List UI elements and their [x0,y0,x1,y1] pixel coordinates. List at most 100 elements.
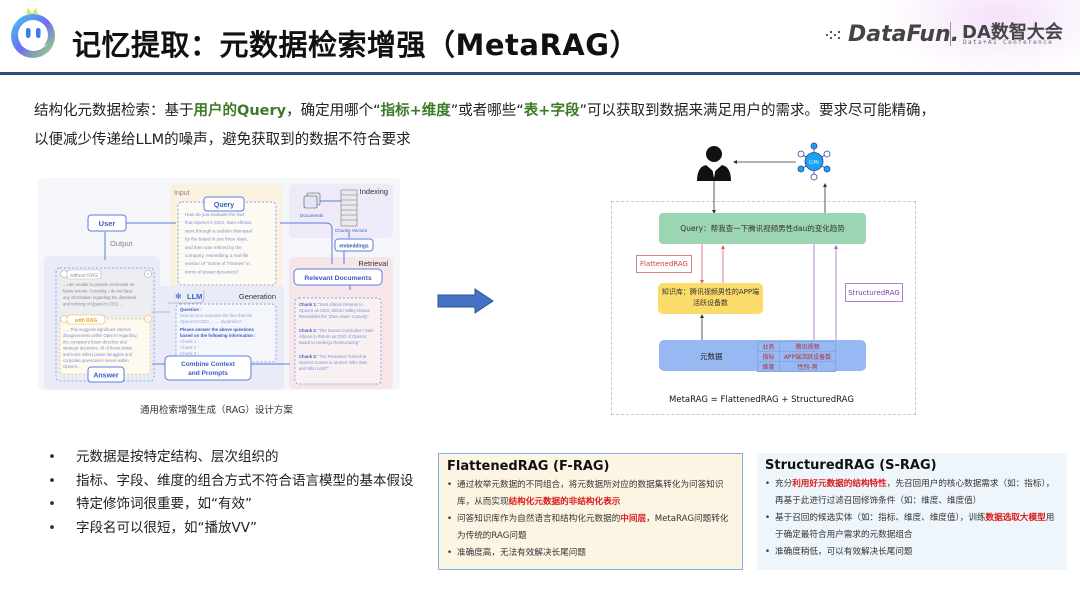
da-conference-subtitle: Data+AI Conference [963,39,1054,46]
metadata-value: APP端活跃设备数 [779,351,836,362]
chunks-vectors-label: Chunks Vectors [335,228,368,233]
retrieval-label: Retrieval [358,259,388,268]
intro-line-1: 结构化元数据检索：基于用户的Query，确定用哪个“指标+维度”或者哪些“表+字… [34,97,1054,126]
metadata-label: 元数据 [700,352,723,361]
prompt-chunk-line: Chunk 2 : [180,345,199,350]
smile-face-icon [60,315,68,323]
chunk-text-line: Board to Undergo Restructuring" [299,340,360,345]
relevant-documents-label: Relevant Documents [304,275,371,282]
with-rag-text-line: ......This suggests significant internal [63,327,131,332]
llms-label: LLMs [809,160,819,165]
chunk-text-line: "The Personnel Turmoil at [318,354,367,359]
without-rag-text-line: any information regarding the dismissal [63,295,136,300]
card-item-highlight: 利用好元数据的结构特性 [792,479,887,489]
logo-divider [950,22,951,46]
list-item-text: 特定修饰词很重要，如“有效” [76,496,252,512]
list-item-text: 元数据是按特定结构、层次组织的 [76,449,279,465]
list-item: • 指标、字段、维度的组合方式不符合语言模型的基本假设 [48,470,414,494]
prompt-instruction-line: based on the following information : [180,333,256,338]
with-rag-text-line: the company's future direction and [63,339,128,344]
with-rag-text-line: OpenAI... [63,364,81,369]
chunk-text-line: "The Drama Concludes? Sam [318,328,374,333]
bullet-icon: • [48,449,56,465]
query-text-line: and then was rehired by the [185,245,242,250]
chunk-text-line: OpenAI as CEO, Silicon Valley Drama [299,308,370,313]
svg-text:×: × [147,272,150,278]
documents-label: Documents [300,213,324,218]
with-rag-text-line: disagreements within OpenAI regarding [63,333,137,338]
metadata-key: 业务 [757,341,780,352]
card-item: 问答知识库作为自然语言和结构化元数据的中间层，MetaRAG问题转化为传统的RA… [447,511,734,545]
without-rag-text-line: ...I am unable to provide comments on [63,282,135,287]
list-item-text: 字段名可以很短，如“播放VV” [76,519,257,536]
prompt-chunk-line: Chunk 1 : [180,339,199,344]
chunk-heading: Chunk 3: [299,354,317,359]
flattened-rag-label: FlattenedRAG [636,255,692,273]
card-item: 准确度稍低，可以有效解决长尾问题 [765,544,1059,561]
without-rag-text-line: future events. Currently, I do not have [63,289,133,294]
card-item-highlight: 中间层 [620,514,647,524]
combine-label-line-1: Combine Context [181,361,236,368]
metadata-value: 腾讯视频 [779,341,836,352]
bullet-icon: • [48,472,56,489]
metadata-row: 业务腾讯视频 [757,341,836,352]
embeddings-label: embeddings [339,244,369,250]
highlight-table-field: 表+字段 [523,103,580,119]
rag-diagram-caption: 通用检索增强生成（RAG）设计方案 [140,405,293,416]
card-item-text: 准确度稍低，可以有效解决长尾问题 [775,547,913,557]
card-item: 充分利用好元数据的结构特性，先召回用户的核心数据需求（如：指标），再基于此进行过… [765,476,1059,510]
chunk-text-line: Altman to Return as CEO of OpenAI, [299,334,367,339]
card-item: 通过枚举元数据的不同组合，将元数据所对应的数据集转化为问答知识库，从而实现结构化… [447,477,734,511]
answer-label: Answer [93,373,119,380]
header-rule [0,72,1080,75]
query-text-line: that OpenAI's CEO, Sam Altman, [185,220,253,225]
structured-rag-label: StructuredRAG [845,283,903,302]
output-label: Output [110,239,133,248]
combine-label-line-2: and Prompts [188,370,228,377]
knowledge-base-line-2: 活跃设备数 [693,299,728,307]
answer-node [87,366,125,383]
prompt-chunk-line: Chunk 3 : [180,351,199,356]
query-text-line: by the board in just three days, [185,237,248,242]
structured-rag-card: StructuredRAG (S-RAG) 充分利用好元数据的结构特性，先召回用… [757,453,1067,570]
user-person-icon [697,146,731,181]
metadata-row: 维度性别-男 [757,361,836,372]
llms-network-icon [797,142,831,181]
metadata-key: 指标 [757,351,780,362]
chunk-text-line: OpenAI Comes to an End: Who Won [299,360,368,365]
query-label: Query [214,202,234,209]
llm-label: LLM [187,292,202,301]
metarag-diagram-frame [611,201,916,415]
chunk-heading: Chunk 1: [299,302,317,307]
with-rag-text-line: corporate governance issues within [63,358,129,363]
card-item-text: ，先召回用户的核心数据需求（如：指标），再基于此进行过滤召回修饰条件（如：维度、… [775,479,1055,506]
metadata-characteristics-list: • 元数据是按特定结构、层次组织的 • 指标、字段、维度的组合方式不符合语言模型的基… [48,446,414,540]
metarag-query-node: Query：帮我查一下腾讯视频男性dau的变化趋势 [659,213,866,244]
without-rag-text: ...I am unable to provide comments on fut… [63,282,136,307]
rag-diagram: Input Indexing Retrieval Generation Outp… [44,184,393,390]
card-item-text: 通过枚举元数据的不同组合，将元数据所对应的数据集转化为问答知识库，从而实现 [457,480,724,507]
indexing-label: Indexing [360,187,388,196]
user-label: User [99,219,116,228]
bullet-icon: • [48,519,56,536]
intro-text: ，确定用哪个“ [286,103,381,119]
highlight-metric-dimension: 指标+维度 [380,103,451,119]
prompt-text: Question :How do you evaluate the fact t… [180,307,256,356]
right-arrow-icon [437,288,494,314]
relevant-documents-node [293,268,383,286]
without-rag-box [60,271,150,315]
with-rag-text-line: strategic decisions. All of these twists [63,346,132,351]
mascot-logo-icon [11,8,55,58]
card-item-text: ，MetaRAG问题转化为传统的RAG问题 [457,514,729,541]
query-text-line: version of "Game of Thrones" in [185,261,250,266]
chunk-heading: Chunk 2: [299,328,317,333]
card-item: 准确度高，无法有效解决长尾问题 [447,545,734,562]
embeddings-node [334,238,374,252]
card-title: StructuredRAG (S-RAG) [765,458,937,473]
list-item: • 字段名可以很短，如“播放VV” [48,517,414,541]
metarag-formula: MetaRAG = FlattenedRAG + StructuredRAG [669,395,854,405]
list-item-text: 指标、字段、维度的组合方式不符合语言模型的基本假设 [76,472,414,489]
without-rag-text-line: and rehiring of OpenAI's CEO ... [63,302,123,307]
prompt-question-head: Question : [180,307,202,312]
